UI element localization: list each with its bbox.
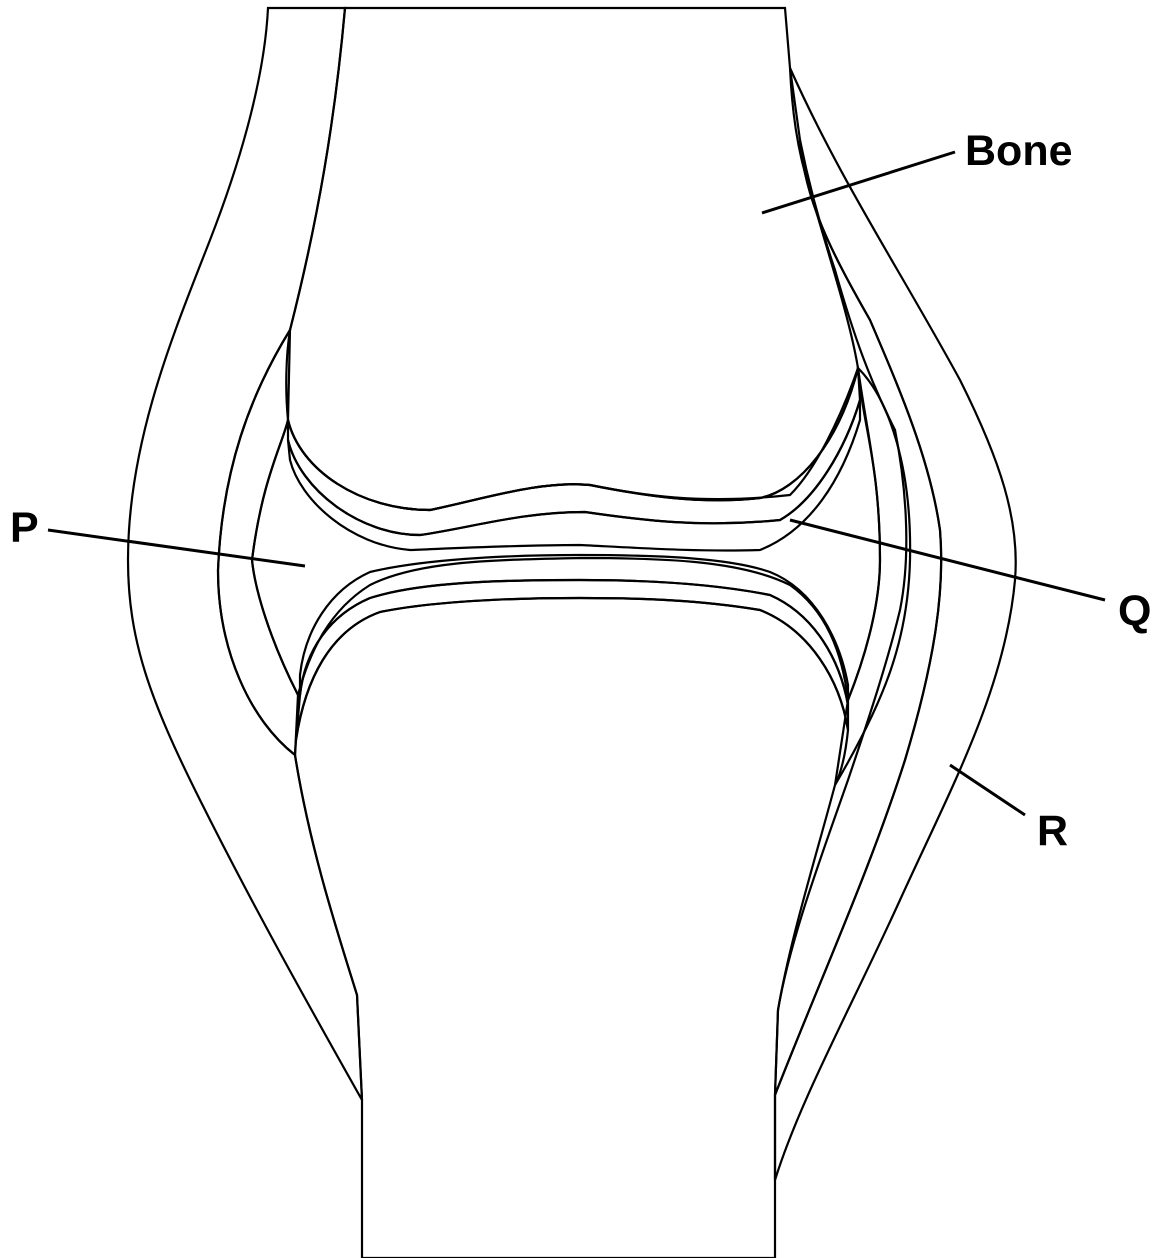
lower-cartilage-light xyxy=(300,555,848,705)
bone-label: Bone xyxy=(965,127,1073,175)
r-label: R xyxy=(1037,807,1068,855)
lower-cartilage-dark xyxy=(296,580,848,740)
lower-bone xyxy=(295,598,848,1258)
p-label: P xyxy=(10,504,39,552)
upper-cartilage-dark xyxy=(288,368,860,535)
q-leader-line xyxy=(790,520,1105,600)
r-leader-line xyxy=(950,765,1025,815)
outer-sleeve-left xyxy=(128,8,362,1100)
upper-cartilage-light xyxy=(288,400,860,551)
light-band-right xyxy=(775,140,941,1095)
synovial-cavity xyxy=(252,368,880,700)
q-label: Q xyxy=(1118,587,1151,635)
upper-bone xyxy=(286,8,858,510)
p-leader-line xyxy=(48,530,305,566)
